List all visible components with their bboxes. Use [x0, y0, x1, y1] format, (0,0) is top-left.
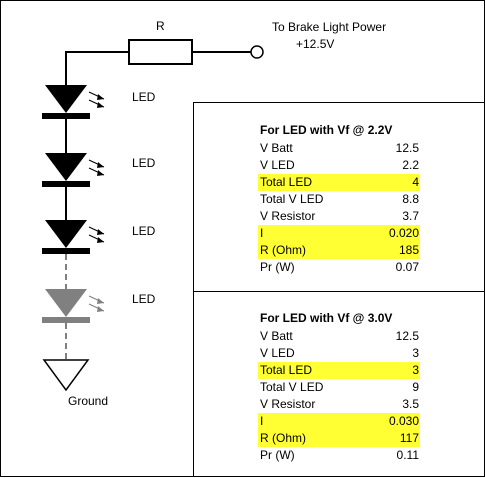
row-label: Total LED: [260, 363, 313, 377]
table-row: V Batt 12.5: [258, 328, 420, 345]
row-label: V LED: [260, 346, 295, 360]
resistor-symbol: [128, 39, 193, 65]
table-row: V LED 3: [258, 345, 420, 362]
table-row: V LED 2.2: [258, 157, 420, 174]
calc-panel-title: For LED with Vf @ 3.0V: [260, 311, 393, 325]
table-row: V Batt 12.5: [258, 140, 420, 157]
row-value: 0.07: [395, 260, 419, 274]
table-row: V Resistor 3.7: [258, 208, 420, 225]
table-row: Total V LED 8.8: [258, 191, 420, 208]
row-value: 12.5: [395, 141, 419, 155]
table-row: I 0.030: [258, 413, 420, 430]
led-4-label: LED: [132, 292, 156, 306]
row-label: V Batt: [260, 329, 293, 343]
table-row: R (Ohm) 117: [258, 430, 420, 447]
table-row: I 0.020: [258, 225, 420, 242]
row-label: R (Ohm): [260, 431, 306, 445]
row-label: I: [260, 226, 264, 240]
led-1-label: LED: [132, 90, 156, 104]
row-value: 4: [412, 175, 419, 189]
led-4-optional-symbol: [42, 289, 105, 323]
table-row: R (Ohm) 185: [258, 242, 420, 259]
row-label: V Resistor: [260, 209, 316, 223]
table-row: Pr (W) 0.11: [258, 447, 420, 464]
resistor-label: R: [156, 19, 165, 33]
row-value: 3.5: [402, 397, 419, 411]
row-value: 9: [412, 380, 419, 394]
row-value: 12.5: [395, 329, 419, 343]
row-value: 185: [398, 243, 419, 257]
table-row: Pr (W) 0.07: [258, 259, 420, 276]
led-1-symbol: [42, 85, 105, 119]
table-row: Total V LED 9: [258, 379, 420, 396]
power-terminal: [250, 45, 264, 59]
power-voltage-label: +12.5V: [296, 37, 335, 51]
led-2-symbol: [42, 153, 105, 187]
row-label: Pr (W): [260, 260, 295, 274]
row-value: 0.030: [388, 414, 419, 428]
led-2-label: LED: [132, 156, 156, 170]
row-value: 3: [412, 346, 419, 360]
row-label: Total V LED: [260, 192, 324, 206]
calc-panel-title: For LED with Vf @ 2.2V: [260, 123, 393, 137]
power-label: To Brake Light Power: [272, 20, 387, 34]
ground-label: Ground: [68, 394, 109, 408]
row-value: 0.11: [396, 448, 419, 462]
row-label: Total V LED: [260, 380, 324, 394]
row-label: V LED: [260, 158, 295, 172]
row-label: V Resistor: [260, 397, 316, 411]
row-label: I: [260, 414, 264, 428]
row-value: 2.2: [402, 158, 419, 172]
table-row: Total LED 3: [258, 362, 420, 379]
led-3-label: LED: [132, 224, 156, 238]
led-3-symbol: [42, 220, 105, 254]
table-row: V Resistor 3.5: [258, 396, 420, 413]
table-row: Total LED 4: [258, 174, 420, 191]
calc-panel-vf-2-2: For LED with Vf @ 2.2V V Batt 12.5 V LED 2.…: [193, 102, 485, 291]
row-label: V Batt: [260, 141, 293, 155]
row-label: Total LED: [260, 175, 313, 189]
row-label: R (Ohm): [260, 243, 306, 257]
ground-symbol: [42, 359, 90, 392]
row-value: 3: [412, 363, 419, 377]
row-value: 8.8: [402, 192, 419, 206]
row-value: 3.7: [402, 209, 419, 223]
row-value: 0.020: [388, 226, 419, 240]
row-label: Pr (W): [260, 448, 295, 462]
row-value: 117: [399, 431, 419, 445]
